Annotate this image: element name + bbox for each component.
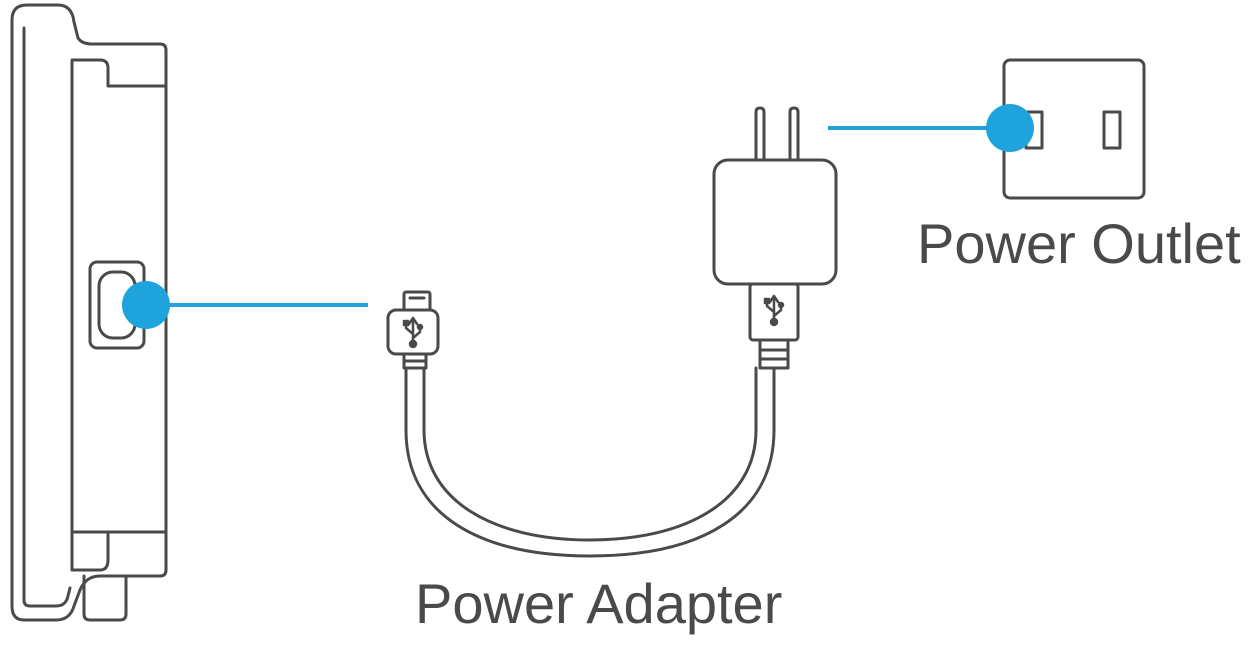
device-outer-body	[10, 3, 168, 622]
device-foot	[82, 574, 128, 622]
micro-usb-tip	[402, 290, 432, 312]
power-adapter-label: Power Adapter	[415, 572, 783, 635]
callout-outlet	[828, 104, 1034, 152]
usb-a-strain-lines	[758, 348, 790, 361]
adapter-body	[712, 158, 838, 286]
wall-adapter	[712, 106, 838, 286]
adapter-prong-left	[754, 106, 766, 162]
usb-symbol-icon	[402, 294, 785, 349]
device-side	[10, 3, 168, 622]
outlet-slot-right	[1102, 110, 1122, 150]
micro-usb-plug	[386, 290, 440, 370]
device-inner-edge	[22, 26, 72, 608]
callout-device-port	[122, 281, 368, 329]
device-panel-bottom	[70, 530, 168, 572]
usb-a-strain-relief	[758, 338, 790, 370]
power-outlet-label: Power Outlet	[917, 212, 1241, 275]
adapter-prong-right	[788, 106, 800, 162]
device-panel	[70, 58, 168, 572]
cable	[404, 366, 776, 558]
